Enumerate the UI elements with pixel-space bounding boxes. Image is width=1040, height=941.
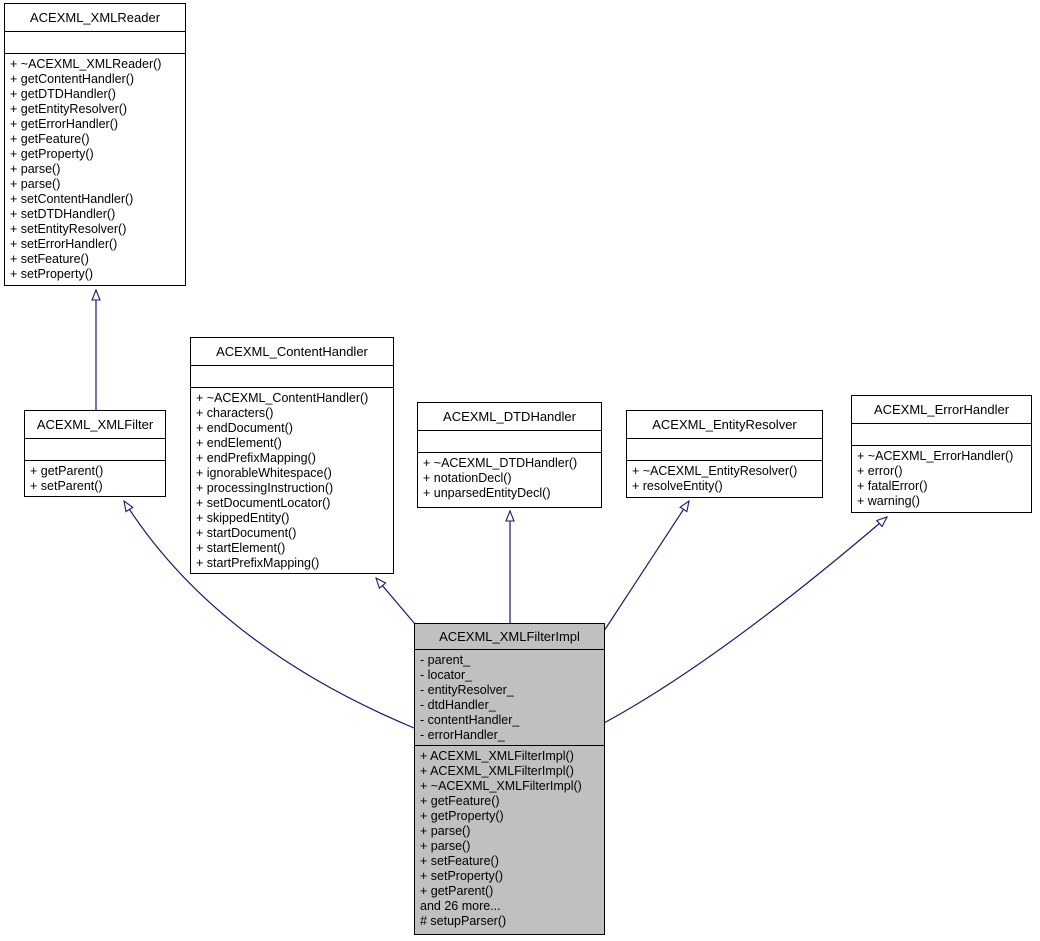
member-line: + parse() [420,824,471,838]
member-line: + getProperty() [420,809,504,823]
class-acexml-contenthandler[interactable]: ACEXML_ContentHandler + ~ACEXML_ContentH… [190,337,394,574]
class-title: ACEXML_ContentHandler [191,338,393,366]
member-line: + setFeature() [10,252,89,266]
member-line: + getFeature() [420,794,500,808]
member-line: + getErrorHandler() [10,117,119,131]
methods-compartment: + ACEXML_XMLFilterImpl()+ ACEXML_XMLFilt… [415,746,604,934]
member-line: + ~ACEXML_EntityResolver() [632,464,798,478]
attributes-compartment [5,32,185,54]
member-line: + unparsedEntityDecl() [423,486,551,500]
member-line: + characters() [196,406,274,420]
member-line: - parent_ [420,653,471,667]
member-line: + ~ACEXML_XMLReader() [10,57,162,71]
member-line: + setErrorHandler() [10,237,118,251]
attributes-compartment [25,439,165,461]
member-line: - dtdHandler_ [420,698,496,712]
attributes-compartment: - parent_- locator_- entityResolver_- dt… [415,650,604,746]
member-line: + parse() [10,177,61,191]
class-title: ACEXML_XMLReader [5,4,185,32]
member-line: + setDocumentLocator() [196,496,331,510]
attributes-compartment [418,431,601,453]
member-line: + ACEXML_XMLFilterImpl() [420,764,574,778]
member-line: + getParent() [30,464,104,478]
inheritance-edge-xmlfilterimpl-to-entityresolver [603,501,689,632]
methods-compartment: + ~ACEXML_ErrorHandler()+ error()+ fatal… [852,446,1031,512]
methods-compartment: + ~ACEXML_EntityResolver()+ resolveEntit… [627,461,822,497]
member-line: + notationDecl() [423,471,512,485]
member-line: - entityResolver_ [420,683,514,697]
member-line: + endPrefixMapping() [196,451,316,465]
member-line: + warning() [857,494,920,508]
member-line: + parse() [10,162,61,176]
class-acexml-xmlreader[interactable]: ACEXML_XMLReader + ~ACEXML_XMLReader()+ … [4,3,186,286]
member-line: + ACEXML_XMLFilterImpl() [420,749,574,763]
member-line: - errorHandler_ [420,728,505,742]
member-line: + fatalError() [857,479,928,493]
member-line: + getFeature() [10,132,90,146]
member-line: + setContentHandler() [10,192,134,206]
member-line: + setProperty() [420,869,504,883]
member-line: + endDocument() [196,421,293,435]
member-line: + setFeature() [420,854,499,868]
class-acexml-errorhandler[interactable]: ACEXML_ErrorHandler + ~ACEXML_ErrorHandl… [851,395,1032,513]
member-line: + ~ACEXML_DTDHandler() [423,456,578,470]
inheritance-edge-xmlfilterimpl-to-xmlfilter [124,501,415,729]
class-acexml-xmlfilter[interactable]: ACEXML_XMLFilter + getParent()+ setParen… [24,410,166,497]
attributes-compartment [627,439,822,461]
member-line: + startPrefixMapping() [196,556,320,570]
member-line: + getParent() [420,884,494,898]
class-acexml-xmlfilterimpl: ACEXML_XMLFilterImpl - parent_- locator_… [414,623,605,935]
methods-compartment: + ~ACEXML_ContentHandler()+ characters()… [191,388,393,573]
inheritance-edge-xmlfilterimpl-to-errorhandler [603,517,887,724]
class-title: ACEXML_EntityResolver [627,411,822,439]
attributes-compartment [852,424,1031,446]
member-line: + ~ACEXML_ErrorHandler() [857,449,1014,463]
member-line: + setDTDHandler() [10,207,116,221]
methods-compartment: + getParent()+ setParent() [25,461,165,496]
member-line: + startElement() [196,541,286,555]
member-line: + ~ACEXML_XMLFilterImpl() [420,779,582,793]
member-line: + ignorableWhitespace() [196,466,332,480]
member-line: and 26 more... [420,899,501,913]
attributes-compartment [191,366,393,388]
class-acexml-entityresolver[interactable]: ACEXML_EntityResolver + ~ACEXML_EntityRe… [626,410,823,498]
class-acexml-dtdhandler[interactable]: ACEXML_DTDHandler + ~ACEXML_DTDHandler()… [417,402,602,508]
member-line: + getDTDHandler() [10,87,116,101]
class-title: ACEXML_XMLFilter [25,411,165,439]
member-line: + parse() [420,839,471,853]
member-line: + ~ACEXML_ContentHandler() [196,391,369,405]
member-line: - contentHandler_ [420,713,520,727]
member-line: + processingInstruction() [196,481,334,495]
member-line: + setParent() [30,479,103,493]
member-line: + getEntityResolver() [10,102,128,116]
member-line: + startDocument() [196,526,297,540]
member-line: + endElement() [196,436,282,450]
methods-compartment: + ~ACEXML_XMLReader()+ getContentHandler… [5,54,185,285]
member-line: # setupParser() [420,914,507,928]
methods-compartment: + ~ACEXML_DTDHandler()+ notationDecl()+ … [418,453,601,507]
member-line: + getProperty() [10,147,94,161]
class-title: ACEXML_DTDHandler [418,403,601,431]
class-title: ACEXML_XMLFilterImpl [415,624,604,650]
inheritance-edge-xmlfilterimpl-to-contenthandler [376,578,416,625]
member-line: - locator_ [420,668,473,682]
class-title: ACEXML_ErrorHandler [852,396,1031,424]
member-line: + setProperty() [10,267,94,281]
member-line: + error() [857,464,903,478]
member-line: + setEntityResolver() [10,222,127,236]
member-line: + getContentHandler() [10,72,135,86]
member-line: + skippedEntity() [196,511,290,525]
member-line: + resolveEntity() [632,479,723,493]
